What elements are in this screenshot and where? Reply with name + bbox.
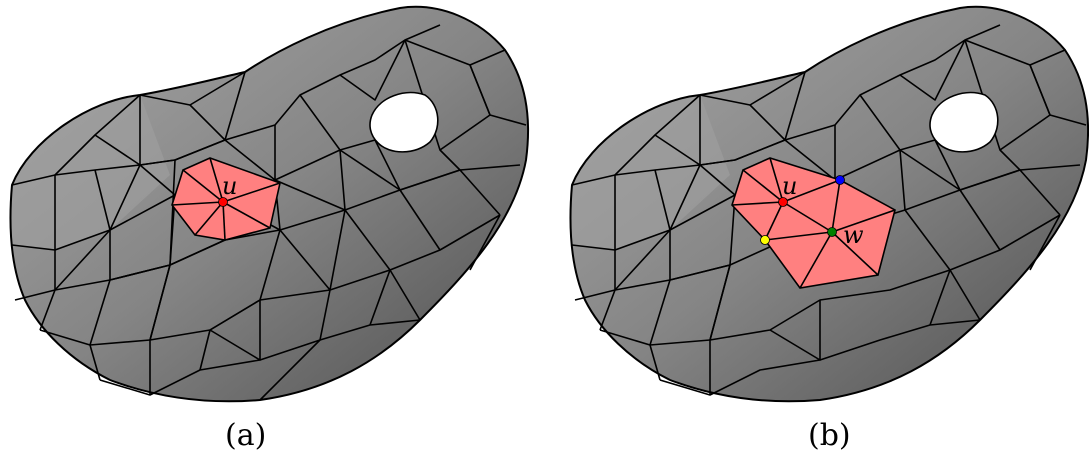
vertex-u-label: u: [782, 172, 797, 200]
yellow-vertex-dot: [761, 236, 770, 245]
vertex-u-label: u: [222, 172, 237, 200]
panel-a-mesh: u (a): [11, 7, 529, 453]
panel-b-mesh: u w (b): [571, 7, 1089, 453]
vertex-w-dot: [828, 228, 837, 237]
panel-a-caption: (a): [225, 418, 266, 453]
vertex-w-label: w: [843, 221, 864, 249]
panel-b-caption: (b): [808, 418, 851, 453]
blue-vertex-dot: [836, 176, 845, 185]
